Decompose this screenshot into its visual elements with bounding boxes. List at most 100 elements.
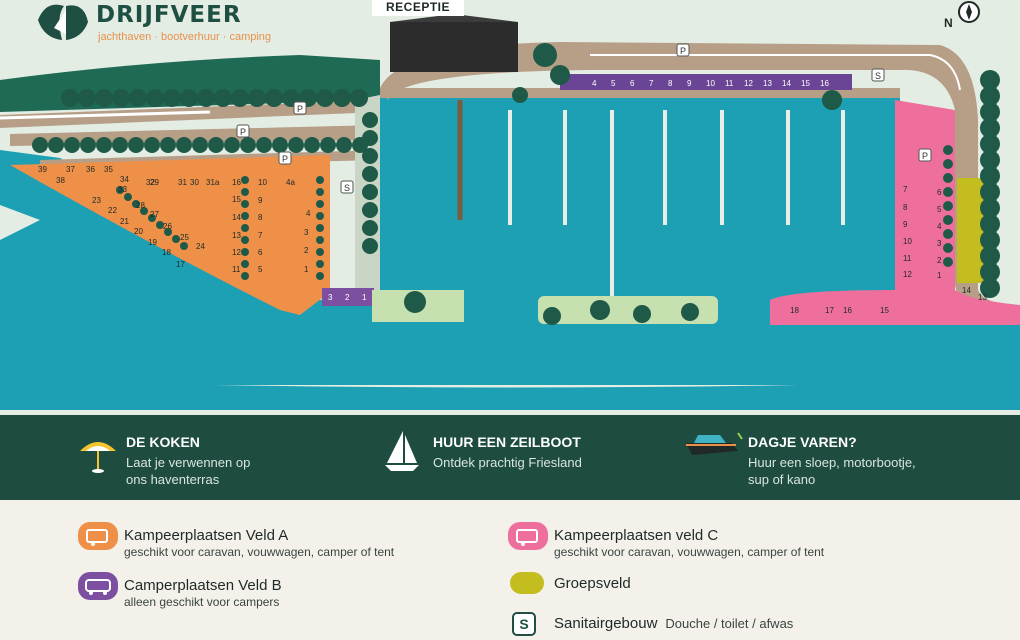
pitch-number: 15 [801, 79, 810, 88]
tree [316, 176, 324, 184]
tree [980, 70, 1000, 90]
tree [288, 137, 304, 153]
tree [404, 291, 426, 313]
tree [943, 159, 953, 169]
pitch-number: 31 [178, 178, 187, 187]
tree [241, 248, 249, 256]
tree [316, 260, 324, 268]
pitch-number: 11 [232, 265, 241, 274]
svg-text:P: P [282, 154, 288, 164]
pitch-number: 7 [258, 231, 263, 240]
reception-label: RECEPTIE [372, 0, 464, 16]
pitch-number: 2 [937, 256, 942, 265]
pitch-number: 1 [304, 265, 309, 274]
tree [241, 200, 249, 208]
parking-icon: P [236, 124, 250, 138]
pitch-number: 15 [232, 195, 241, 204]
pitch-number: 16 [843, 306, 852, 315]
tree [943, 243, 953, 253]
tree [128, 137, 144, 153]
pitch-number: 14 [962, 286, 971, 295]
tree [943, 173, 953, 183]
tree [980, 278, 1000, 298]
pitch-number: 17 [825, 306, 834, 315]
parking-icon: P [278, 151, 292, 165]
pitch-number: 17 [176, 260, 185, 269]
caravan-icon [508, 522, 548, 550]
tree [512, 87, 528, 103]
tree [132, 200, 140, 208]
pitch-number: 7 [903, 185, 908, 194]
tree [116, 186, 124, 194]
pitch-number: 10 [903, 237, 912, 246]
tree [362, 166, 378, 182]
tree [112, 89, 130, 107]
tree [980, 102, 1000, 122]
pitch-number: 8 [903, 203, 908, 212]
tree [943, 187, 953, 197]
pitch-number: 22 [108, 206, 117, 215]
compass-icon [958, 1, 980, 23]
tree [78, 89, 96, 107]
tree [980, 86, 1000, 106]
brand-name: DRIJFVEER [96, 2, 242, 28]
pitch-number: 5 [258, 265, 263, 274]
tree [980, 246, 1000, 266]
left-shore [0, 205, 40, 240]
tree [160, 137, 176, 153]
tree [241, 176, 249, 184]
tree [32, 137, 48, 153]
pitch-number: 1 [937, 271, 942, 280]
tree [124, 193, 132, 201]
field-c [770, 100, 1020, 325]
pitch-number: 15 [880, 306, 889, 315]
pitch-number: 13 [763, 79, 772, 88]
pitch-number: 4 [306, 209, 311, 218]
pitch-number: 2 [304, 246, 309, 255]
tree [943, 145, 953, 155]
pitch-number: 24 [196, 242, 205, 251]
sanitary-icon: S [340, 180, 354, 194]
svg-text:S: S [519, 616, 528, 632]
pitch-number: 29 [150, 178, 159, 187]
tree [61, 89, 79, 107]
tree [156, 221, 164, 229]
feature-zeilboot: HUUR EEN ZEILBOOT Ontdek prachtig Friesl… [383, 415, 683, 500]
tree [362, 130, 378, 146]
pitch-number: 38 [56, 176, 65, 185]
pitch-number: 4a [286, 178, 295, 187]
pitch-number: 23 [92, 196, 101, 205]
pitch-number: 1 [362, 293, 367, 302]
pitch-number: 13 [232, 231, 241, 240]
feature-desc-line2: sup of kano [748, 472, 816, 487]
tree [172, 235, 180, 243]
pitch-number: 6 [630, 79, 635, 88]
tree [362, 220, 378, 236]
tree [316, 248, 324, 256]
reception-building [390, 22, 518, 72]
feature-desc-line1: Ontdek prachtig Friesland [433, 455, 582, 470]
pitch-number: 4 [592, 79, 597, 88]
pitch-number: 14 [782, 79, 791, 88]
tree [48, 137, 64, 153]
tree [241, 212, 249, 220]
pitch-number: 3 [304, 228, 309, 237]
brand: DRIJFVEER jachthaven · bootverhuur · cam… [36, 0, 336, 50]
pitch-number: 35 [104, 165, 113, 174]
tree [208, 137, 224, 153]
svg-text:P: P [297, 104, 303, 114]
pitch-number: 36 [86, 165, 95, 174]
tree [163, 89, 181, 107]
tree [146, 89, 164, 107]
island [538, 296, 718, 324]
pitch-number: 31a [206, 178, 220, 187]
tree [112, 137, 128, 153]
pitch-number: 30 [190, 178, 199, 187]
sailboat-icon [385, 431, 419, 471]
pitch-number: 19 [148, 238, 157, 247]
tree [362, 238, 378, 254]
tree [316, 212, 324, 220]
